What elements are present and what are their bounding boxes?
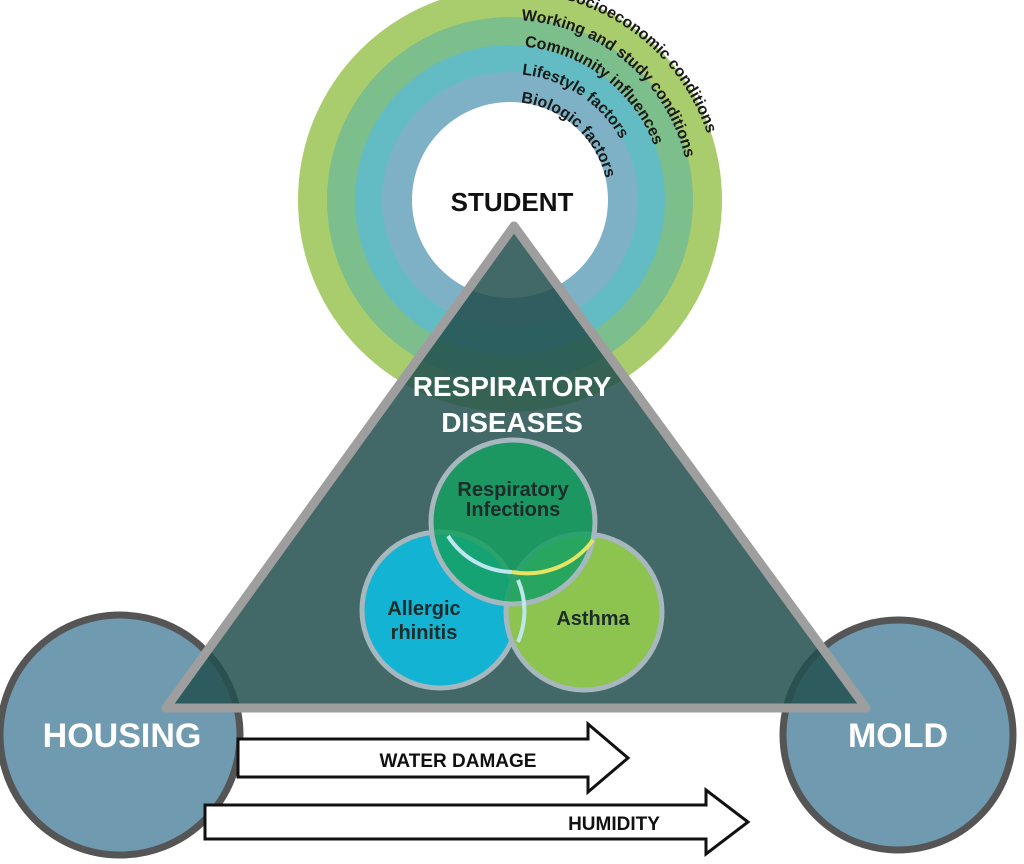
venn-top-label-line1: Respiratory [457,479,569,501]
venn-left-label-line1: Allergic [387,598,460,620]
venn-diagram [359,437,665,693]
venn-overlap-arc-bottom [516,579,527,643]
student-label: STUDENT [451,187,574,217]
arrow-water-damage-shape [236,720,631,796]
housing-label: HOUSING [43,717,202,755]
venn-overlap-arc [511,538,595,576]
factor-rings [298,0,722,412]
arrow-humidity: HUMIDITY [203,786,751,858]
venn-left-label-line2: rhinitis [391,622,458,644]
triangle-title-line2: DISEASES [441,407,583,438]
venn-overlap-arc-left [446,534,513,574]
arrow-humidity-label: HUMIDITY [568,814,660,835]
venn-right-label: Asthma [556,608,630,630]
ring-biologic [412,102,608,298]
arrow-water-damage: WATER DAMAGE [236,720,631,796]
venn-top-label-line2: Infections [466,499,560,521]
triangle-title-line1: RESPIRATORY [413,371,612,402]
arrow-water-damage-label: WATER DAMAGE [380,751,537,772]
arrow-humidity-shape [203,786,751,858]
housing-node [0,611,244,859]
mold-label: MOLD [848,717,948,755]
venn-respiratory-infections [428,437,598,607]
